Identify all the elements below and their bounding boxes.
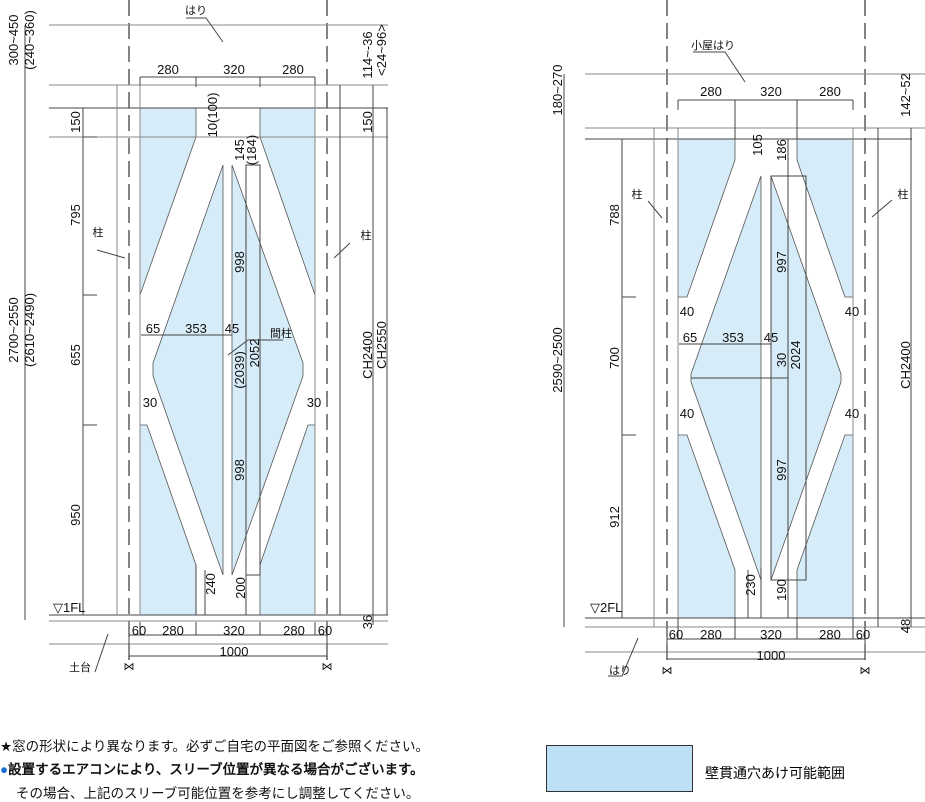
dim-label: 2052	[247, 339, 262, 368]
wall-sleeve-diagram: はり 280 320 280 300~450 (240~360) 2700~25…	[6, 0, 925, 677]
dim-label: CH2550	[374, 321, 389, 369]
note-line-3: その場合、上記のスリーブ可能位置を参考にし調整してください。	[16, 786, 420, 801]
dim-label: 280	[157, 62, 179, 77]
dim-label: 353	[185, 321, 207, 336]
dim-label: (2039)	[232, 351, 247, 389]
dim-label: (184)	[244, 135, 259, 165]
pillar-label: 柱	[93, 225, 104, 239]
dim-label: (2610~2490)	[22, 293, 37, 367]
dim-label: 655	[68, 344, 83, 366]
legend-swatch	[546, 745, 693, 792]
dim-label: 186	[774, 139, 789, 161]
dim-label: 48	[898, 619, 913, 633]
dim-label: (240~360)	[22, 10, 37, 70]
dim-label: 320	[760, 84, 782, 99]
dim-label: 60	[669, 627, 683, 642]
stud-outline	[245, 164, 261, 576]
dim-label: 40	[680, 304, 694, 319]
dim-label: 788	[607, 204, 622, 226]
dim-label: 320	[760, 627, 782, 642]
dim-label: 998	[232, 459, 247, 481]
center-mark-icon: ⋈	[322, 661, 333, 673]
dim-label: 142~52	[898, 73, 913, 117]
sleeve-area	[152, 164, 224, 576]
second-floor-wall-diagram: 小屋はり 280 320 280 180~270 2590~2500 142~5…	[550, 0, 925, 677]
dim-label: 280	[700, 84, 722, 99]
dim-label: CH2400	[360, 331, 375, 379]
beam-label: 小屋はり	[691, 39, 735, 52]
dim-label: 280	[700, 627, 722, 642]
pillar-label: 柱	[632, 187, 643, 201]
dim-label: 353	[722, 330, 744, 345]
dim-label: 280	[283, 623, 305, 638]
dim-label: 280	[819, 84, 841, 99]
dim-label: 700	[607, 347, 622, 369]
dim-label: 998	[232, 251, 247, 273]
dim-label: 2700~2550	[6, 297, 21, 362]
dim-label: 114~-36	[360, 31, 375, 78]
center-mark-icon: ⋈	[124, 661, 135, 673]
dim-label: 65	[683, 330, 697, 345]
dim-label: 105	[750, 134, 765, 156]
beam-label: はり	[609, 664, 631, 677]
legend-label: 壁貫通穴あけ可能範囲	[705, 765, 845, 781]
sleeve-area	[231, 164, 304, 576]
dim-label: 30	[774, 353, 789, 367]
dim-label: 150	[68, 111, 83, 133]
pillar-label: 柱	[361, 228, 372, 242]
dim-label: 320	[223, 62, 245, 77]
dim-label: 30	[307, 395, 321, 410]
dim-label: 45	[764, 330, 778, 345]
dim-label: 1000	[220, 644, 249, 659]
sill-label: 土台	[69, 660, 91, 674]
floor-level-label: ▽1FL	[53, 600, 85, 615]
dim-label: 40	[680, 406, 694, 421]
dim-label: 45	[225, 321, 239, 336]
dim-label: 190	[774, 579, 789, 601]
beam-label: はり	[185, 4, 207, 17]
first-floor-wall-diagram: はり 280 320 280 300~450 (240~360) 2700~25…	[6, 0, 389, 674]
pillar-label: 柱	[898, 187, 909, 201]
dim-label: 240	[203, 573, 218, 595]
dim-label: 997	[774, 251, 789, 273]
dim-label: 912	[607, 506, 622, 528]
note-line-2-text: 設置するエアコンにより、スリーブ位置が異なる場合がございます。	[8, 762, 424, 777]
dim-label: 180~270	[550, 65, 565, 116]
note-line-1: ★窓の形状により異なります。必ずご自宅の平面図をご参照ください。	[0, 739, 429, 754]
note-line-2: ●設置するエアコンにより、スリーブ位置が異なる場合がございます。	[0, 758, 424, 778]
dim-label: 60	[856, 627, 870, 642]
dim-label: 40	[845, 304, 859, 319]
dim-label: 280	[282, 62, 304, 77]
dim-label: 30	[143, 395, 157, 410]
dim-label: 40	[845, 406, 859, 421]
dim-label: 280	[162, 623, 184, 638]
stud-label: 間柱	[270, 326, 292, 340]
dim-label: 2024	[788, 341, 803, 370]
dim-label: 320	[223, 623, 245, 638]
dim-label: 230	[743, 574, 758, 596]
dim-label: 10(100)	[205, 93, 220, 138]
dim-label: CH2400	[898, 341, 913, 389]
dim-label: 997	[774, 459, 789, 481]
dim-label: 795	[68, 204, 83, 226]
dim-label: 280	[819, 627, 841, 642]
dim-label: 1000	[757, 648, 786, 663]
bullet-icon: ●	[0, 762, 9, 777]
dim-label: 60	[132, 623, 146, 638]
dim-label: 145	[232, 139, 247, 161]
dim-label: 300~450	[6, 15, 21, 66]
dim-label: 950	[68, 504, 83, 526]
dim-label: 150	[360, 111, 375, 133]
dim-label: 200	[233, 577, 248, 599]
dim-label: 65	[146, 321, 160, 336]
center-mark-icon: ⋈	[662, 665, 673, 677]
dim-label: 2590~2500	[550, 327, 565, 392]
dim-label: 60	[318, 623, 332, 638]
floor-level-label: ▽2FL	[590, 600, 622, 615]
center-mark-icon: ⋈	[860, 665, 871, 677]
dim-label: <24~96>	[374, 24, 389, 76]
dim-label: 36	[360, 615, 375, 629]
